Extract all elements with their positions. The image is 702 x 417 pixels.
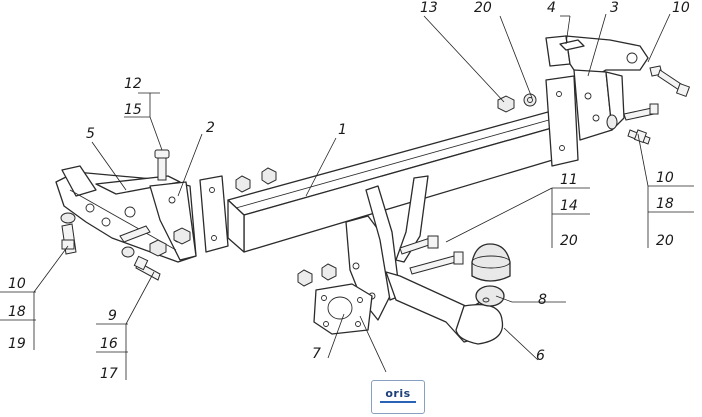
leader-lines <box>0 13 694 380</box>
label-part-20-mid: 20 <box>560 233 578 249</box>
label-part-19-left: 19 <box>8 336 26 352</box>
label-part-14: 14 <box>560 198 578 214</box>
label-part-3: 3 <box>610 0 619 16</box>
label-part-18-left: 18 <box>8 304 26 320</box>
label-part-17: 17 <box>100 366 118 382</box>
label-part-5: 5 <box>86 126 95 142</box>
label-part-9: 9 <box>108 308 117 324</box>
label-part-16: 16 <box>100 336 118 352</box>
label-part-8: 8 <box>538 292 547 308</box>
oris-logo: oris <box>371 380 425 414</box>
crossbar-tube <box>227 111 567 253</box>
right-nuts <box>497 93 537 113</box>
label-part-15: 15 <box>124 102 142 118</box>
crossbar-right-plate <box>545 75 579 167</box>
label-part-20-right: 20 <box>656 233 674 249</box>
callout-labels: 1 2 3 4 5 6 7 8 10 13 20 12 15 10 18 20 … <box>8 0 690 382</box>
label-part-4: 4 <box>547 0 556 16</box>
label-part-12: 12 <box>124 76 142 92</box>
left-bolts <box>60 149 191 281</box>
logo-underline <box>380 401 416 403</box>
tow-arm <box>345 175 504 345</box>
label-part-6: 6 <box>536 348 545 364</box>
tow-ball <box>471 243 511 307</box>
label-part-20-top: 20 <box>474 0 492 16</box>
label-part-2: 2 <box>206 120 215 136</box>
label-part-13: 13 <box>420 0 438 16</box>
right-bolts <box>606 65 691 145</box>
label-part-10-right: 10 <box>656 170 674 186</box>
label-part-10-left: 10 <box>8 276 26 292</box>
socket-plate <box>297 263 373 335</box>
crossbar-left-plate <box>199 175 229 253</box>
label-part-1: 1 <box>338 122 347 138</box>
crossbar-nuts <box>235 167 277 193</box>
label-part-7: 7 <box>312 346 321 362</box>
label-part-11: 11 <box>560 172 578 188</box>
label-part-18-right: 18 <box>656 196 674 212</box>
arm-bolts <box>399 235 464 275</box>
label-part-10-top: 10 <box>672 0 690 16</box>
logo-text: oris <box>385 387 411 400</box>
